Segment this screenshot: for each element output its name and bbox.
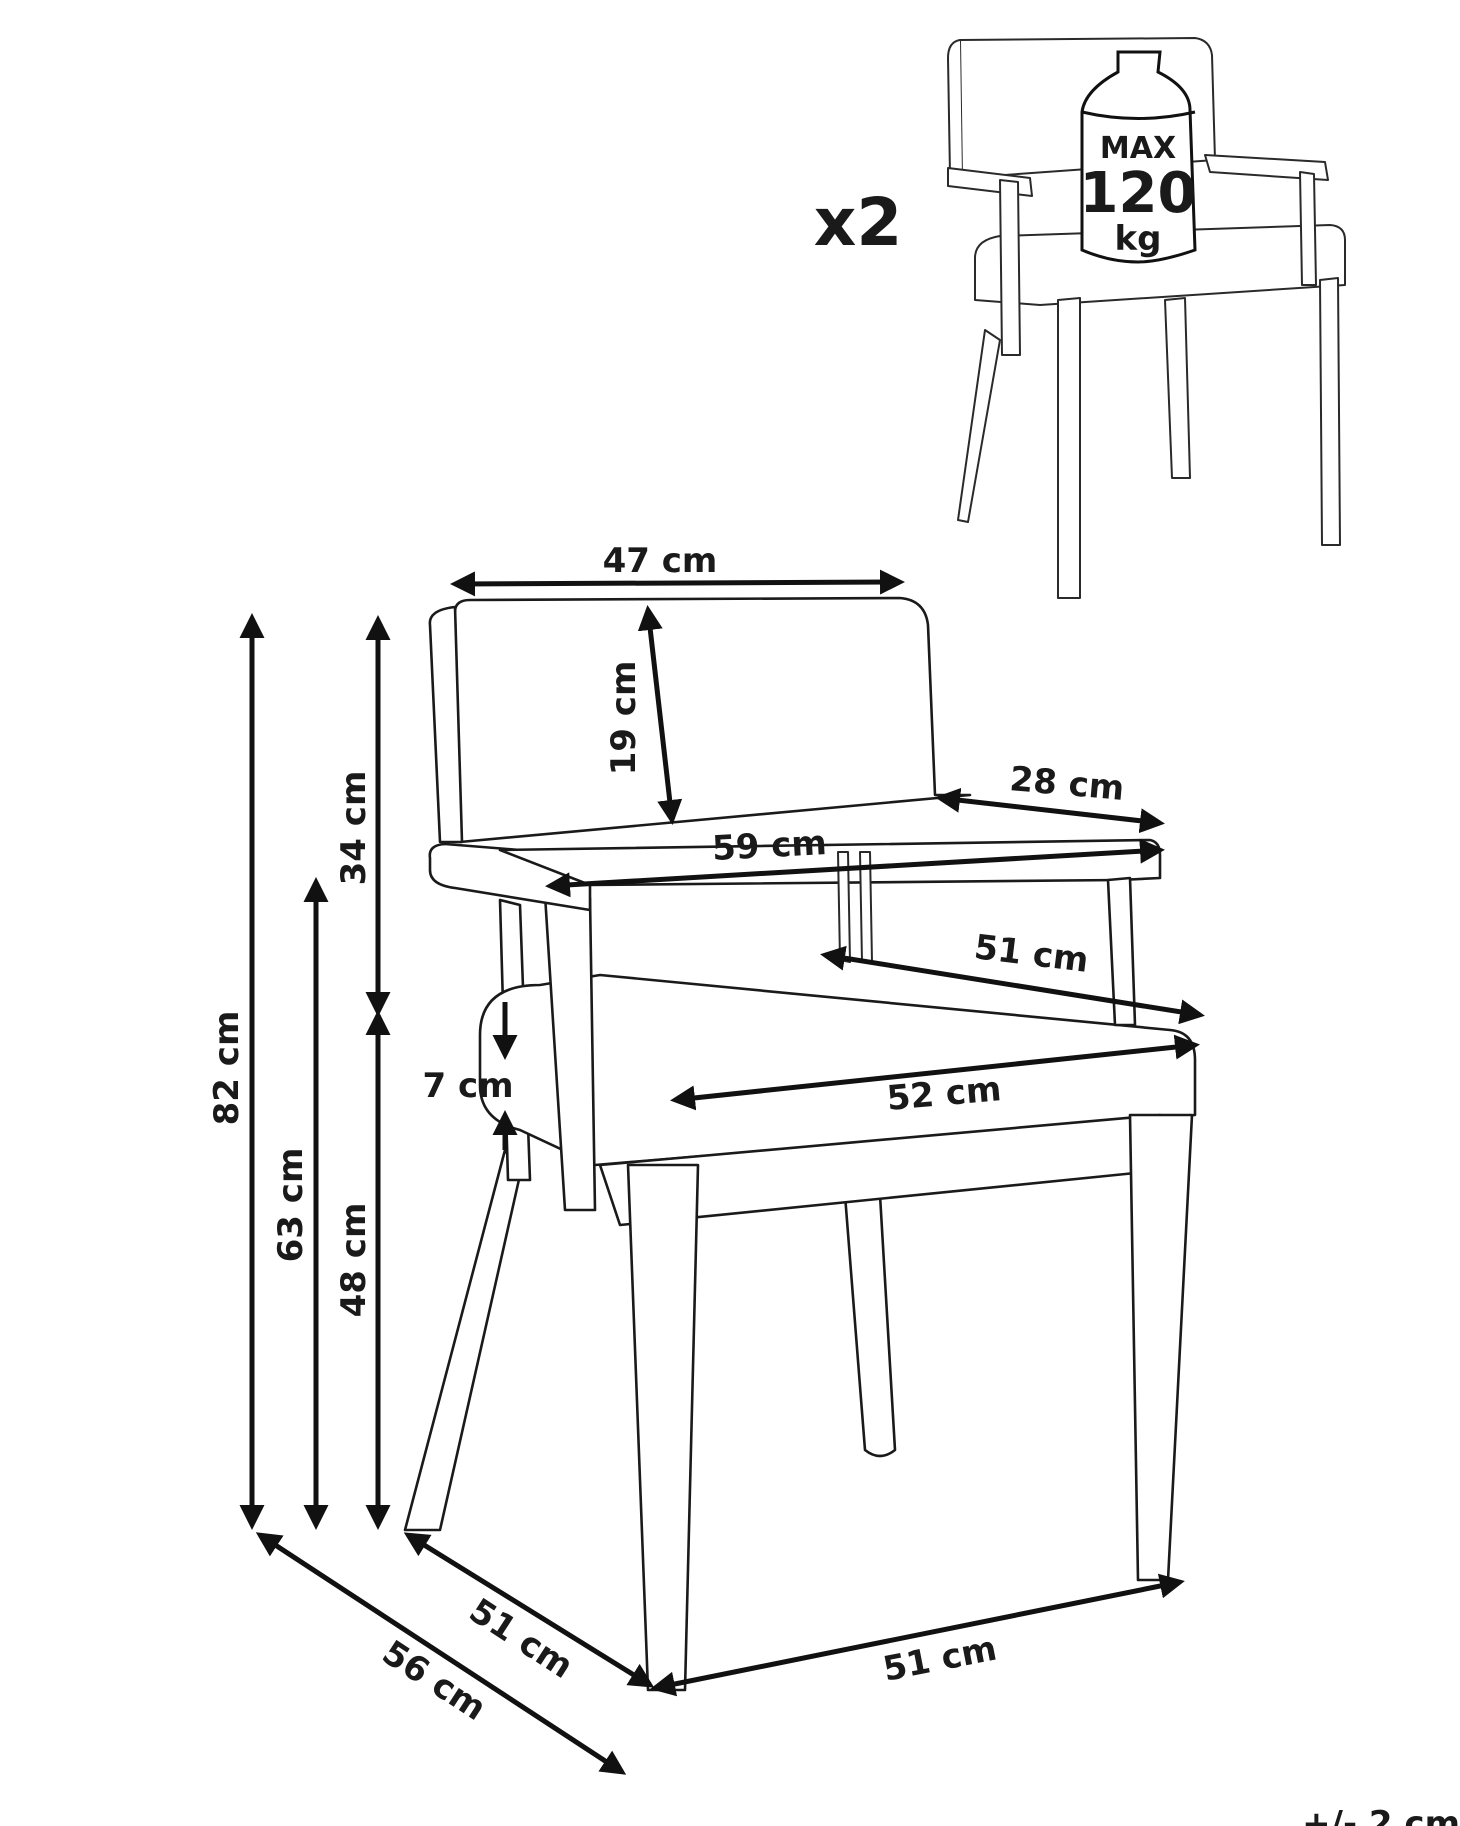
dimension-arrows [239,569,1205,1775]
label-armrest-height: 63 cm [271,1148,311,1263]
label-backrest-width: 47 cm [603,541,718,581]
weight-vase-icon [1080,50,1197,264]
label-seat-width: 52 cm [885,1069,1003,1119]
max-load-value: 120 [1080,161,1197,226]
arrow-backrest-height [637,605,683,825]
label-seat-height: 48 cm [334,1203,374,1318]
max-load-top: MAX [1100,131,1176,166]
arrow-backrest-width [450,569,905,597]
label-seat-depth-inner: 51 cm [972,927,1091,981]
arrow-seat-width [670,1034,1200,1111]
arrow-seat-depth-inner [820,945,1205,1025]
label-backrest-height: 19 cm [604,661,644,776]
quantity-label: x2 [814,184,903,261]
arrow-base-width [650,1573,1185,1697]
label-total-height: 82 cm [207,1011,247,1126]
label-armrest-depth: 28 cm [1008,759,1126,809]
label-backrest-upper: 34 cm [334,771,374,886]
tolerance-label: +/- 2 cm [1302,1804,1460,1826]
max-load-unit: kg [1115,219,1162,259]
arrow-total-depth [255,1532,627,1775]
arrow-armrest-depth [935,787,1165,834]
label-arm-width: 59 cm [711,823,828,869]
arrow-arm-width [545,838,1165,898]
label-seat-thickness: 7 cm [422,1066,513,1106]
large-chair-illustration [403,596,1197,1692]
small-chair-illustration [947,37,1346,599]
